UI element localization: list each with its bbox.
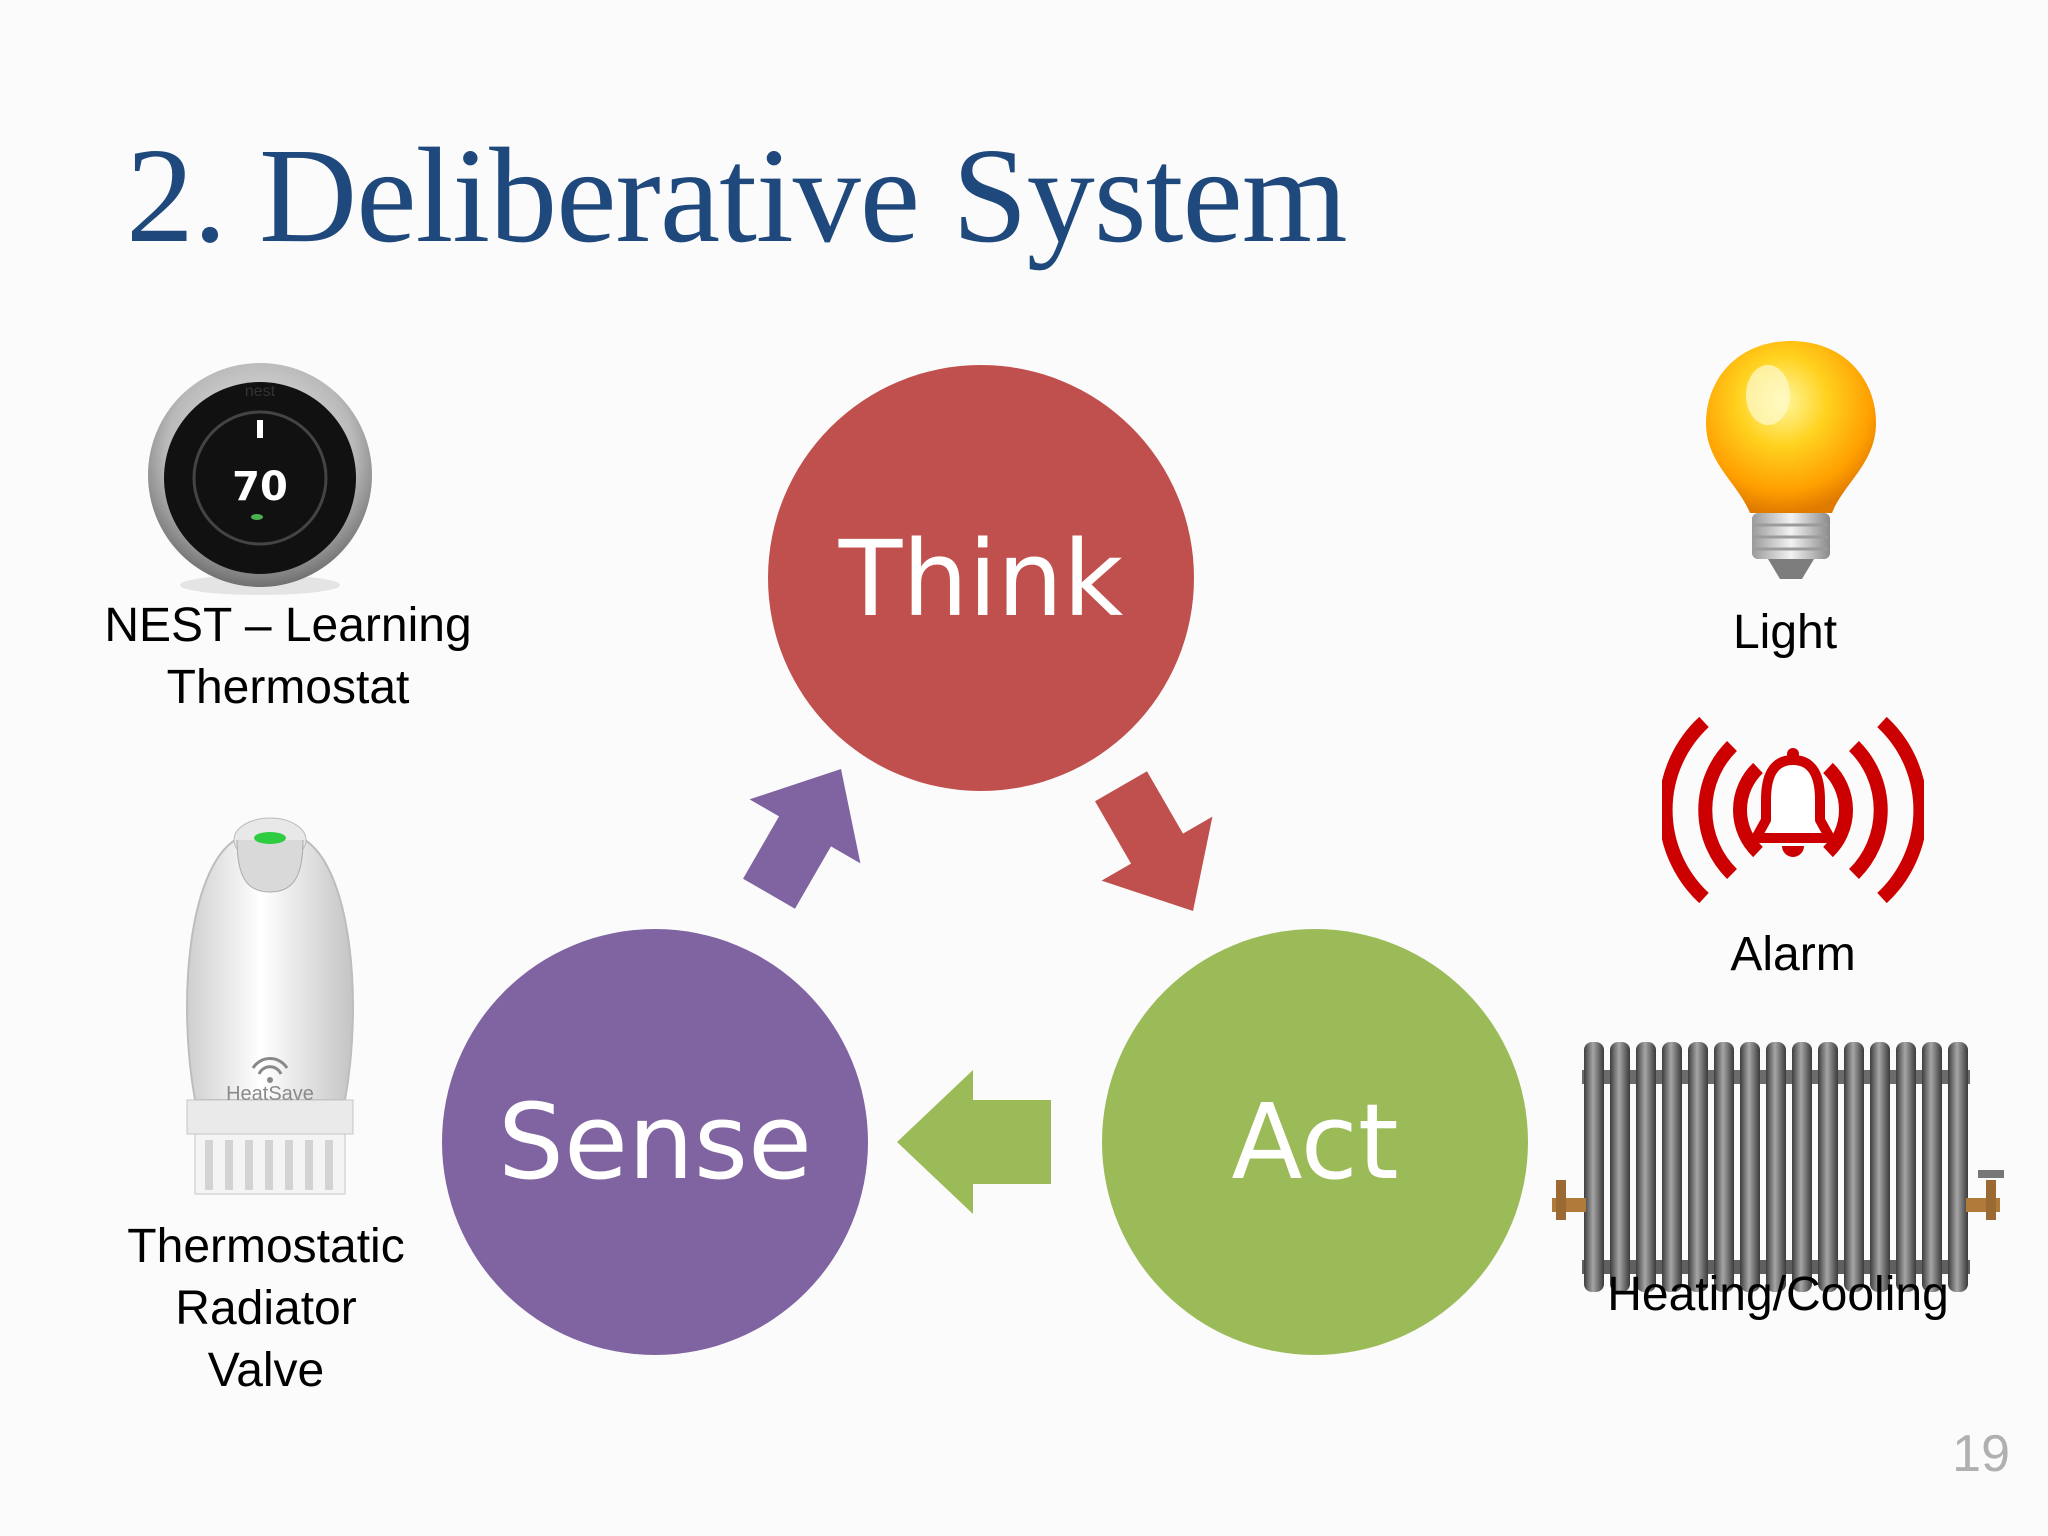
- nest-thermostat-icon: nest 70: [148, 363, 372, 595]
- valve-caption: Thermostatic Radiator Valve: [96, 1216, 436, 1402]
- sense-label: Sense: [498, 1081, 812, 1203]
- arrow-sense-to-think: [743, 768, 861, 909]
- nest-display-value: 70: [232, 464, 288, 510]
- act-label: Act: [1231, 1081, 1398, 1203]
- nest-caption-line-2: Thermostat: [166, 661, 410, 714]
- radiator-valve-icon: HeatSave: [186, 817, 354, 1195]
- valve-caption-line-2: Radiator: [175, 1282, 357, 1335]
- heatsave-brand-text: HeatSave: [226, 1083, 314, 1105]
- act-node: Act: [1102, 929, 1528, 1355]
- slide-title: 2. Deliberative System: [126, 121, 1348, 271]
- arrow-act-to-sense: [897, 1070, 1051, 1214]
- valve-caption-line-1: Thermostatic: [127, 1220, 405, 1273]
- nest-brand-text: nest: [245, 383, 276, 400]
- page-number: 19: [1952, 1425, 2010, 1483]
- alarm-bell-icon: [1662, 716, 1924, 904]
- think-node: Think: [768, 365, 1194, 791]
- think-label: Think: [838, 518, 1123, 640]
- light-caption: Light: [1732, 606, 1838, 659]
- heating-caption: Heating/Cooling: [1607, 1268, 1949, 1321]
- sense-node: Sense: [442, 929, 868, 1355]
- arrow-think-to-act: [1095, 771, 1213, 912]
- nest-caption: NEST – Learning Thermostat: [88, 595, 488, 719]
- nest-caption-line-1: NEST – Learning: [104, 599, 472, 652]
- radiator-icon: [1552, 1042, 2004, 1292]
- valve-caption-line-3: Valve: [207, 1344, 325, 1397]
- alarm-caption: Alarm: [1730, 928, 1856, 981]
- light-bulb-icon: [1706, 341, 1876, 579]
